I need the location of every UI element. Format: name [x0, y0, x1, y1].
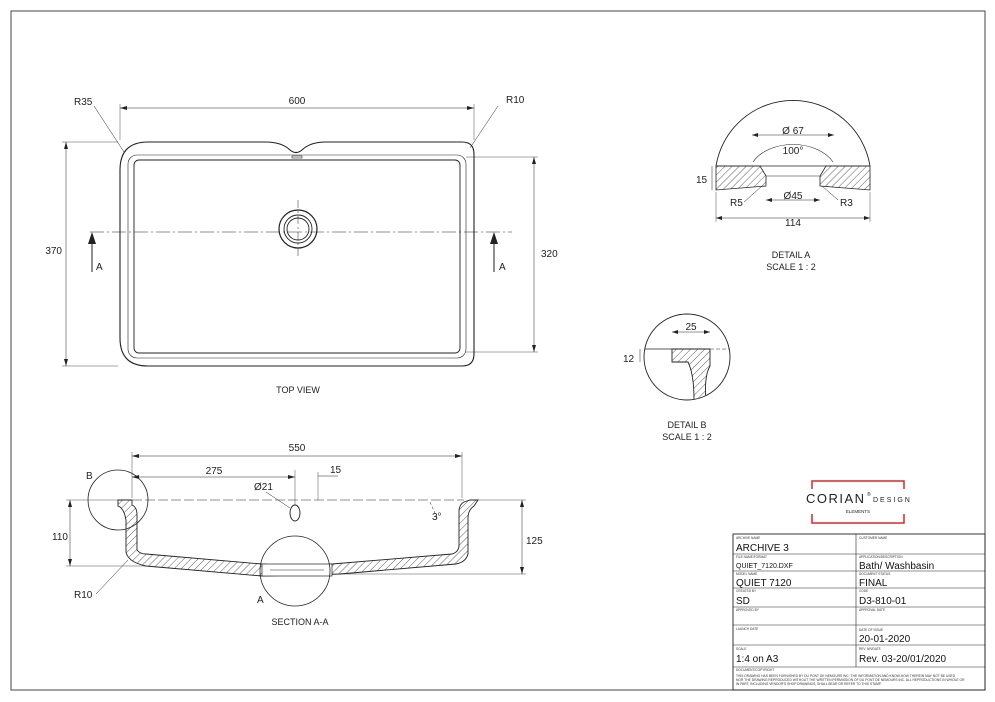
- tb-launch-label: LAUNCH DATE: [736, 627, 758, 631]
- dim-detail-a-15: 15: [696, 175, 708, 186]
- overflow-slot: [291, 155, 303, 159]
- dim-detail-a-d45: Ø45: [784, 191, 803, 202]
- detail-a-hatch-left: [715, 165, 767, 191]
- dim-radius-r35: R35: [74, 97, 93, 108]
- tb-application-label: APPLICATION/DESCRIPTION: [859, 555, 903, 559]
- dim-detail-a-r3: R3: [840, 198, 853, 209]
- tb-code-label: CODE: [859, 589, 868, 593]
- detail-b-title: DETAIL B: [667, 420, 706, 430]
- detail-b-view: [639, 313, 731, 401]
- tb-copyright-line-1: THIS DRAWING HAS BEEN FURNISHED BY DU PO…: [736, 674, 956, 678]
- tb-code-value: D3-810-01: [859, 596, 907, 607]
- detail-a-title: DETAIL A: [772, 250, 811, 260]
- tb-scale-value: 1:4 on A3: [736, 654, 779, 665]
- dim-detail-a-angle: 100°: [783, 146, 804, 157]
- logo-brand: CORIAN: [806, 491, 866, 506]
- dim-detail-b-12: 12: [623, 354, 635, 365]
- section-view-label: SECTION A-A: [271, 617, 328, 627]
- section-view: [66, 452, 526, 607]
- tb-created-label: CREATED BY: [736, 589, 757, 593]
- tb-created-value: SD: [736, 596, 750, 607]
- dim-depth-125: 125: [526, 536, 543, 547]
- detail-a-scale: SCALE 1 : 2: [766, 262, 816, 272]
- top-view-label: TOP VIEW: [276, 385, 320, 395]
- basin-outer-outline: [119, 141, 475, 367]
- dim-height-370: 370: [45, 246, 62, 257]
- section-arrow-left-icon: [88, 232, 96, 244]
- tb-model-label: MODEL NAME: [736, 572, 757, 576]
- dim-radius-r10: R10: [506, 95, 525, 106]
- top-view: [62, 104, 538, 367]
- logo-registered-mark: ®: [867, 491, 871, 498]
- tb-status-label: DOCUMENT STATUS: [859, 572, 890, 576]
- detail-b-hatch: [671, 348, 711, 400]
- tb-file-label: FILE NAME/FORMAT: [736, 555, 767, 559]
- dim-detail-a-r5: R5: [730, 198, 743, 209]
- tb-model-value: QUIET 7120: [736, 578, 792, 589]
- section-arrow-right-icon: [490, 232, 498, 244]
- dim-section-550: 550: [289, 443, 306, 454]
- dim-depth-110: 110: [52, 532, 68, 543]
- dim-hole-21: Ø21: [254, 482, 273, 493]
- tb-approved-label: APPROVED BY: [736, 608, 760, 612]
- detail-a-callout-circle: [259, 535, 331, 607]
- logo-suffix: DESIGN: [873, 497, 912, 504]
- dim-height-320: 320: [541, 249, 558, 260]
- tb-archive-value: ARCHIVE 3: [736, 543, 789, 554]
- sheet-border: [10, 10, 986, 691]
- tb-status-value: FINAL: [859, 578, 888, 589]
- basin-rim-inner: [127, 154, 467, 359]
- detail-a-mark: A: [257, 595, 264, 606]
- section-mark-right: A: [499, 262, 506, 273]
- tb-issue-value: 20-01-2020: [859, 634, 911, 645]
- detail-a-hatch-right: [819, 165, 871, 191]
- tb-customer-label: CUSTOMER NAME: [859, 536, 887, 540]
- dim-detail-a-114: 114: [785, 218, 801, 229]
- tb-copyright-label: DOCUMENT/COPYRIGHT: [736, 668, 774, 672]
- detail-b-mark: B: [86, 471, 93, 482]
- dim-section-r10: R10: [74, 590, 93, 601]
- corian-logo: CORIAN ® DESIGN ELEMENTS: [806, 480, 912, 524]
- dim-section-15: 15: [330, 465, 342, 476]
- logo-sub: ELEMENTS: [846, 509, 870, 514]
- detail-b-boundary: [643, 313, 731, 401]
- tb-copyright-line-2: NOR THE DRAWING REPRODUCED WITHOUT THE W…: [736, 678, 965, 682]
- basin-bowl-outline: [133, 159, 461, 354]
- tb-approval-date-label: APPROVAL DATE: [859, 608, 885, 612]
- dim-section-275: 275: [206, 466, 223, 477]
- tb-application-value: Bath/ Washbasin: [859, 561, 934, 572]
- dim-width-600: 600: [289, 96, 306, 107]
- tb-issue-label: DATE OF ISSUE: [859, 628, 883, 632]
- detail-a-view: [711, 100, 871, 222]
- title-block: [732, 533, 986, 691]
- tb-archive-label: ARCHIVE NAME: [736, 536, 760, 540]
- dim-detail-b-25: 25: [685, 322, 697, 333]
- section-cut-outline: [117, 499, 479, 577]
- tb-rev-label: REV. NR/DATE: [859, 647, 881, 651]
- tb-rev-value: Rev. 03-20/01/2020: [859, 654, 947, 665]
- dim-detail-a-d67: Ø 67: [782, 126, 804, 137]
- dim-angle-3: 3°: [432, 512, 442, 523]
- overflow-hole: [289, 504, 301, 522]
- tb-file-value: QUIET_7120.DXF: [736, 563, 793, 570]
- tb-copyright-line-3: IN PART, INCLUDING VENDOR'S SHOP DRAWING…: [736, 682, 882, 686]
- tb-scale-label: SCALE: [736, 647, 746, 651]
- detail-b-scale: SCALE 1 : 2: [662, 432, 712, 442]
- section-mark-left: A: [96, 262, 103, 273]
- detail-a-boundary: [715, 100, 871, 167]
